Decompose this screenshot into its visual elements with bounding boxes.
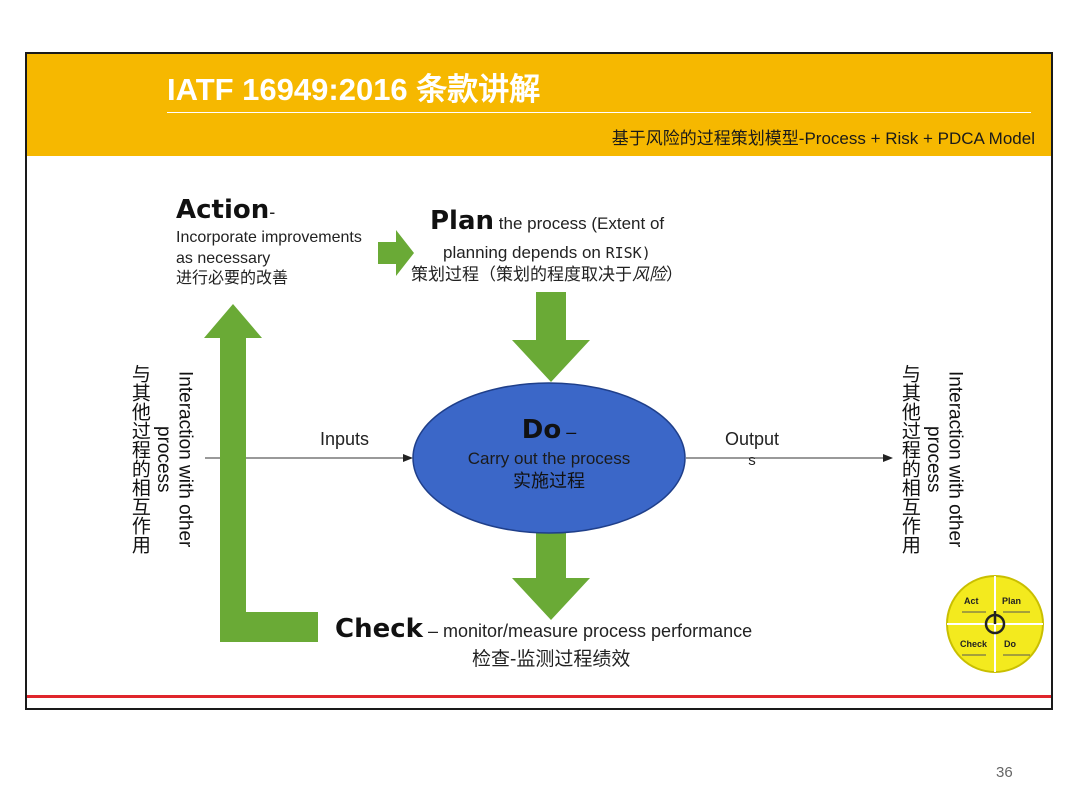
plan-desc-zh-risk: 风险 — [632, 265, 666, 284]
badge-plan-label: Plan — [1002, 596, 1021, 606]
interaction-right-en-line1: Interaction with other — [944, 370, 966, 548]
check-desc-line1: – monitor/measure process performance — [427, 621, 753, 641]
badge-check-label: Check — [960, 639, 988, 649]
plan-heading: Plan — [430, 206, 495, 236]
interaction-right-zh: 与其他过程的相互作用 — [898, 364, 920, 554]
plan-heading-line: Plan the process (Extent of — [430, 205, 664, 239]
page-number: 36 — [996, 764, 1013, 781]
do-block: Do – Carry out the process 实施过程 — [449, 414, 649, 493]
check-heading-line: Check – monitor/measure process performa… — [335, 613, 752, 647]
plan-desc-line1: the process (Extent of — [498, 214, 665, 233]
header-divider — [167, 112, 1031, 113]
action-desc-line2: as necessary — [176, 249, 271, 267]
action-block: Action- Incorporate improvements as nece… — [176, 194, 362, 290]
plan-desc-zh: 策划过程（策划的程度取决于风险） — [411, 264, 683, 286]
interaction-left-zh: 与其他过程的相互作用 — [128, 364, 150, 554]
action-heading: Action — [176, 195, 270, 225]
interaction-left-en-line2: process — [152, 425, 174, 493]
inputs-label: Inputs — [320, 429, 370, 449]
interaction-left-en-line1: Interaction with other — [174, 370, 196, 548]
do-desc-line1: Carry out the process — [467, 448, 631, 468]
plan-desc-zh-end: ） — [666, 265, 683, 284]
do-to-check-arrow — [512, 532, 590, 620]
plan-desc-zh-main: 策划过程（策划的程度取决于 — [411, 265, 632, 284]
pdca-cycle-badge: Act Plan Check Do — [946, 575, 1044, 673]
do-ellipse — [412, 382, 686, 534]
badge-do-label: Do — [1004, 639, 1016, 649]
badge-act-label: Act — [964, 596, 979, 606]
check-heading: Check — [335, 614, 423, 644]
do-desc-zh: 实施过程 — [513, 470, 585, 491]
interaction-right-en-line2: process — [922, 425, 944, 493]
do-dash: – — [561, 422, 577, 442]
slide-subtitle: 基于风险的过程策划模型-Process + Risk + PDCA Model — [611, 129, 1035, 148]
plan-risk-word: RISK) — [605, 244, 651, 262]
plan-desc-line2-wrap: planning depends on RISK) — [443, 242, 651, 264]
action-desc-line1: Incorporate improvements — [176, 228, 362, 246]
interaction-left-en: Interaction with other process — [152, 344, 196, 574]
do-heading: Do — [521, 415, 562, 445]
outputs-label: Output s — [722, 428, 782, 471]
footer-divider — [27, 695, 1051, 698]
plan-desc-line2: planning depends on — [443, 243, 606, 262]
outputs-label-line2: s — [748, 452, 756, 470]
action-to-plan-arrow — [378, 230, 414, 276]
action-desc-zh: 进行必要的改善 — [176, 270, 289, 288]
slide-title: IATF 16949:2016 条款讲解 — [167, 72, 541, 107]
outputs-label-line1: Output — [724, 429, 780, 449]
slide-header: IATF 16949:2016 条款讲解 基于风险的过程策划模型-Process… — [27, 54, 1051, 156]
action-dash: - — [269, 202, 276, 222]
check-to-action-arrow — [204, 304, 318, 642]
interaction-right-en: Interaction with other process — [922, 344, 966, 574]
check-desc-zh: 检查-监测过程绩效 — [472, 649, 631, 670]
plan-to-do-arrow — [512, 292, 590, 382]
